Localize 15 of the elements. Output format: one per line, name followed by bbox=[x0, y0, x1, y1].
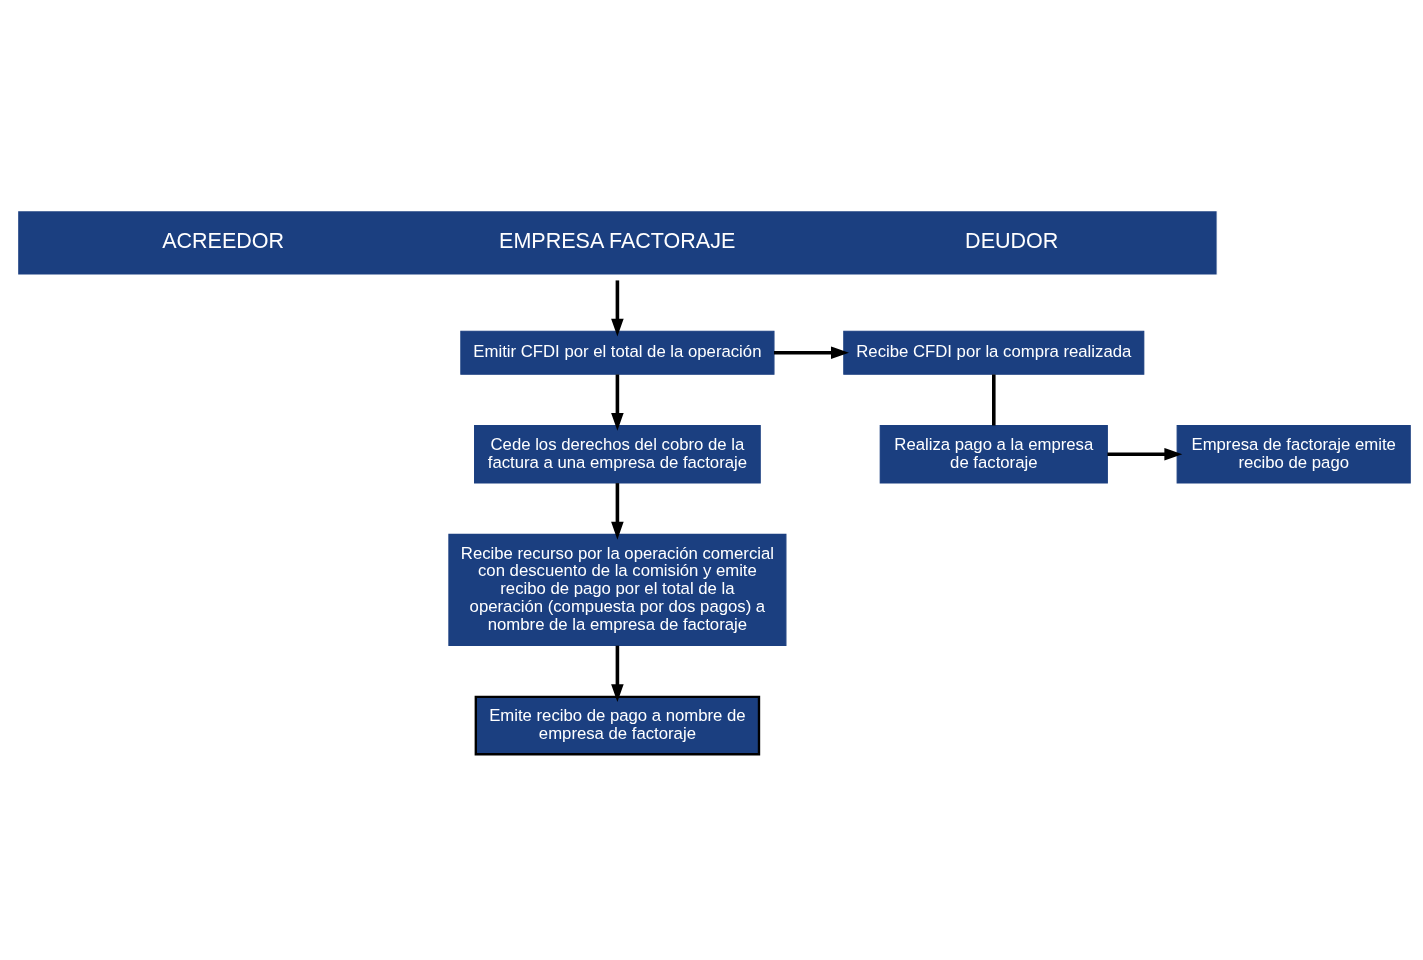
node-box: ACREEDOR EMPRESA FACTORAJE DEUDOR bbox=[17, 209, 1218, 276]
arrow bbox=[774, 346, 849, 360]
arrow bbox=[1107, 448, 1183, 461]
arrow bbox=[611, 483, 624, 540]
node-box: Emitir CFDI por el total de la operación bbox=[460, 330, 775, 375]
node-box: Realiza pago a la empresa de factoraje bbox=[879, 425, 1108, 484]
node-box: Empresa de factoraje emite recibo de pago bbox=[1176, 425, 1411, 484]
node-box: Cede los derechos del cobro de la factura a una empresa de factoraje bbox=[474, 425, 761, 484]
arrow bbox=[611, 280, 624, 337]
connector bbox=[992, 374, 996, 426]
arrow bbox=[611, 374, 624, 431]
node-box: Recibe recurso por la operación comercial con descuento de la comisión y emite recibo de pago por el total de la operación (compuesta por dos pagos) a nombre de la empresa de factoraje bbox=[448, 533, 787, 647]
arrow bbox=[611, 645, 624, 703]
node-box: Emite recibo de pago a nombre de empresa de factoraje bbox=[474, 695, 761, 756]
node-box: Recibe CFDI por la compra realizada bbox=[843, 330, 1145, 375]
